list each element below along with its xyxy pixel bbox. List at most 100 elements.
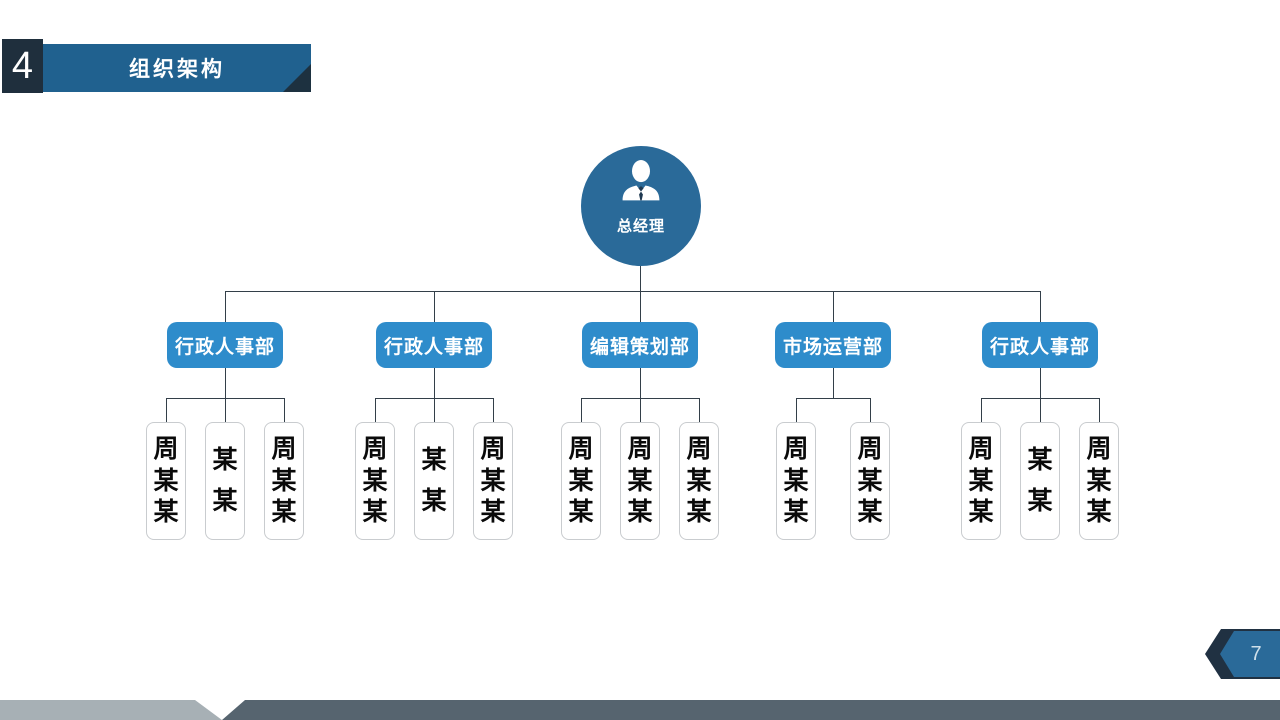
member-name-char: 某 bbox=[480, 466, 506, 495]
member-name-char: 某 bbox=[212, 487, 238, 516]
department-column-5: 行政人事部周某某某某周某某 bbox=[960, 322, 1120, 542]
member-name-char: 周 bbox=[783, 435, 809, 464]
page-number-badge: 7 bbox=[1220, 631, 1280, 677]
member-name-char: 某 bbox=[153, 497, 179, 526]
member-name-char: 某 bbox=[271, 466, 297, 495]
member-name-char: 周 bbox=[686, 435, 712, 464]
member-name-char: 周 bbox=[362, 435, 388, 464]
department-column-4: 市场运营部周某某周某某 bbox=[753, 322, 913, 542]
member-name-char: 周 bbox=[480, 435, 506, 464]
footer-bar-light bbox=[0, 700, 222, 720]
connector-member-stub bbox=[434, 399, 435, 422]
connector-member-stub bbox=[375, 399, 376, 422]
member-name-char: 某 bbox=[1027, 445, 1053, 474]
member-name-char: 某 bbox=[968, 497, 994, 526]
connector-members-horizontal bbox=[375, 398, 494, 399]
member-name-box: 周某某 bbox=[961, 422, 1001, 540]
member-name-char: 某 bbox=[362, 497, 388, 526]
member-name-char: 某 bbox=[627, 466, 653, 495]
connector-main-horizontal bbox=[225, 291, 1041, 292]
member-name-char: 某 bbox=[362, 466, 388, 495]
member-name-char: 周 bbox=[153, 435, 179, 464]
org-root-node: 总经理 bbox=[581, 146, 701, 266]
connector-members-horizontal bbox=[581, 398, 700, 399]
department-column-3: 编辑策划部周某某周某某周某某 bbox=[560, 322, 720, 542]
connector-member-stub bbox=[284, 399, 285, 422]
root-node-label: 总经理 bbox=[616, 218, 665, 235]
department-box: 市场运营部 bbox=[775, 322, 891, 368]
connector-member-stub bbox=[225, 399, 226, 422]
member-name-char: 周 bbox=[1086, 435, 1112, 464]
section-title-banner: 组织架构 bbox=[43, 44, 311, 92]
footer-bar-dark bbox=[222, 700, 1280, 720]
page-number: 7 bbox=[1250, 642, 1262, 665]
member-name-box: 某某 bbox=[1020, 422, 1060, 540]
connector-dept-down-stub bbox=[1040, 368, 1041, 398]
member-name-char: 某 bbox=[421, 445, 447, 474]
connector-member-stub bbox=[640, 399, 641, 422]
member-name-box: 周某某 bbox=[679, 422, 719, 540]
connector-member-stub bbox=[166, 399, 167, 422]
connector-member-stub bbox=[1040, 399, 1041, 422]
connector-root-stub bbox=[640, 266, 641, 291]
member-name-box: 周某某 bbox=[620, 422, 660, 540]
member-name-box: 周某某 bbox=[264, 422, 304, 540]
connector-dept-stub bbox=[833, 291, 834, 322]
member-name-char: 某 bbox=[153, 466, 179, 495]
section-number: 4 bbox=[11, 44, 34, 87]
member-name-char: 某 bbox=[480, 497, 506, 526]
connector-dept-down-stub bbox=[434, 368, 435, 398]
member-name-box: 周某某 bbox=[473, 422, 513, 540]
member-name-char: 某 bbox=[783, 466, 809, 495]
member-name-char: 某 bbox=[627, 497, 653, 526]
member-name-box: 周某某 bbox=[776, 422, 816, 540]
connector-dept-stub bbox=[1040, 291, 1041, 322]
member-name-char: 某 bbox=[1086, 497, 1112, 526]
connector-dept-stub bbox=[225, 291, 226, 322]
member-name-char: 某 bbox=[857, 497, 883, 526]
connector-member-stub bbox=[870, 399, 871, 422]
member-name-char: 某 bbox=[568, 497, 594, 526]
member-name-char: 周 bbox=[968, 435, 994, 464]
connector-dept-down-stub bbox=[640, 368, 641, 398]
connector-members-horizontal bbox=[166, 398, 285, 399]
section-number-square: 4 bbox=[2, 39, 43, 93]
department-column-2: 行政人事部周某某某某周某某 bbox=[354, 322, 514, 542]
connector-dept-down-stub bbox=[833, 368, 834, 398]
member-name-box: 周某某 bbox=[355, 422, 395, 540]
member-name-char: 某 bbox=[568, 466, 594, 495]
connector-member-stub bbox=[796, 399, 797, 422]
member-name-char: 某 bbox=[212, 445, 238, 474]
department-box: 行政人事部 bbox=[376, 322, 492, 368]
member-name-box: 周某某 bbox=[850, 422, 890, 540]
connector-dept-down-stub bbox=[225, 368, 226, 398]
connector-member-stub bbox=[1099, 399, 1100, 422]
member-name-char: 某 bbox=[421, 487, 447, 516]
member-name-char: 某 bbox=[857, 466, 883, 495]
member-name-char: 周 bbox=[627, 435, 653, 464]
member-name-box: 周某某 bbox=[561, 422, 601, 540]
member-name-char: 周 bbox=[857, 435, 883, 464]
connector-member-stub bbox=[493, 399, 494, 422]
page-title: 组织架构 bbox=[129, 58, 225, 81]
member-name-char: 某 bbox=[783, 497, 809, 526]
connector-members-horizontal bbox=[981, 398, 1100, 399]
member-name-char: 某 bbox=[271, 497, 297, 526]
member-name-char: 某 bbox=[1086, 466, 1112, 495]
member-name-char: 某 bbox=[968, 466, 994, 495]
member-name-char: 周 bbox=[271, 435, 297, 464]
connector-member-stub bbox=[981, 399, 982, 422]
member-name-box: 周某某 bbox=[1079, 422, 1119, 540]
connector-dept-stub bbox=[434, 291, 435, 322]
connector-dept-stub bbox=[640, 291, 641, 322]
department-column-1: 行政人事部周某某某某周某某 bbox=[145, 322, 305, 542]
connector-member-stub bbox=[699, 399, 700, 422]
department-box: 行政人事部 bbox=[982, 322, 1098, 368]
department-box: 行政人事部 bbox=[167, 322, 283, 368]
connector-member-stub bbox=[581, 399, 582, 422]
member-name-box: 某某 bbox=[414, 422, 454, 540]
connector-members-horizontal bbox=[796, 398, 871, 399]
member-name-box: 某某 bbox=[205, 422, 245, 540]
person-icon bbox=[615, 157, 667, 214]
